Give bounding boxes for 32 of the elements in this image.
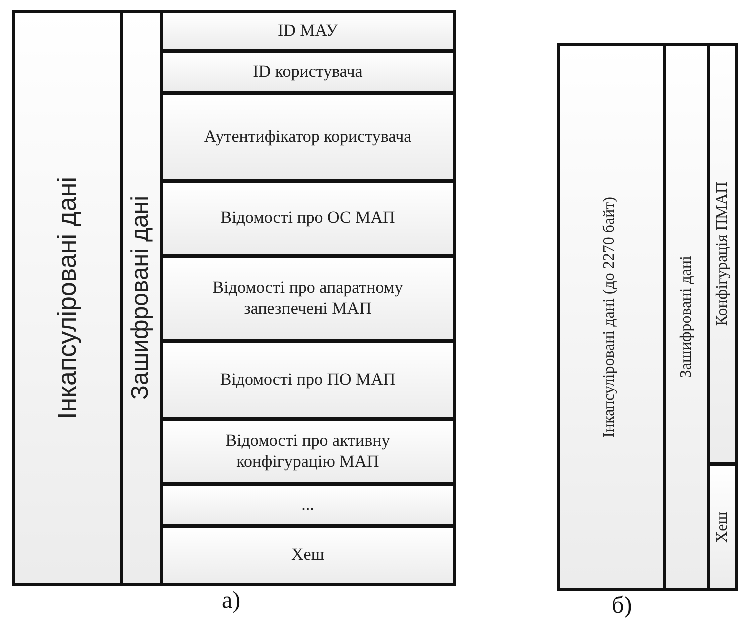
field-row-box	[160, 483, 456, 527]
packet-field-box	[12, 10, 456, 586]
panel-label: б)	[612, 593, 632, 620]
field-label: Зашифровані дані	[676, 256, 696, 378]
field-row-box	[707, 43, 738, 465]
field-label: Інкапсуліровані дані (до 2270 байт)	[600, 196, 620, 438]
field-row-box	[160, 180, 456, 257]
field-row-box	[160, 50, 456, 94]
field-row-box	[160, 10, 456, 52]
field-label: Відомості про активну конфігурацію МАП	[224, 431, 392, 472]
packet-field-box	[120, 10, 456, 586]
field-row-box	[160, 255, 456, 342]
field-label: Зашифровані дані	[127, 196, 156, 400]
field-label: Відомості про ПО МАП	[220, 370, 396, 390]
field-label: Хеш	[292, 545, 324, 566]
field-label: Хеш	[712, 512, 732, 542]
field-label: ID МАУ	[278, 20, 338, 42]
packet-field-box	[557, 43, 738, 591]
field-row-box	[160, 525, 456, 586]
field-row-box	[707, 463, 738, 591]
field-row-box	[160, 418, 456, 485]
field-row-box	[160, 92, 456, 182]
field-label: Аутентифікатор користувача	[204, 126, 412, 148]
field-label: Відомості про ОС МАП	[220, 208, 396, 229]
field-label: ...	[302, 494, 314, 516]
field-label: ID користувача	[253, 62, 363, 82]
packet-field-box	[663, 43, 738, 591]
field-row-box	[160, 340, 456, 420]
field-label: Інкапсуліровані дані	[52, 176, 83, 420]
field-label: Конфігурація ПМАП	[712, 182, 732, 326]
field-label: Відомості про апаратному запезпечені МАП	[212, 278, 404, 319]
panel-label: а)	[222, 588, 241, 615]
